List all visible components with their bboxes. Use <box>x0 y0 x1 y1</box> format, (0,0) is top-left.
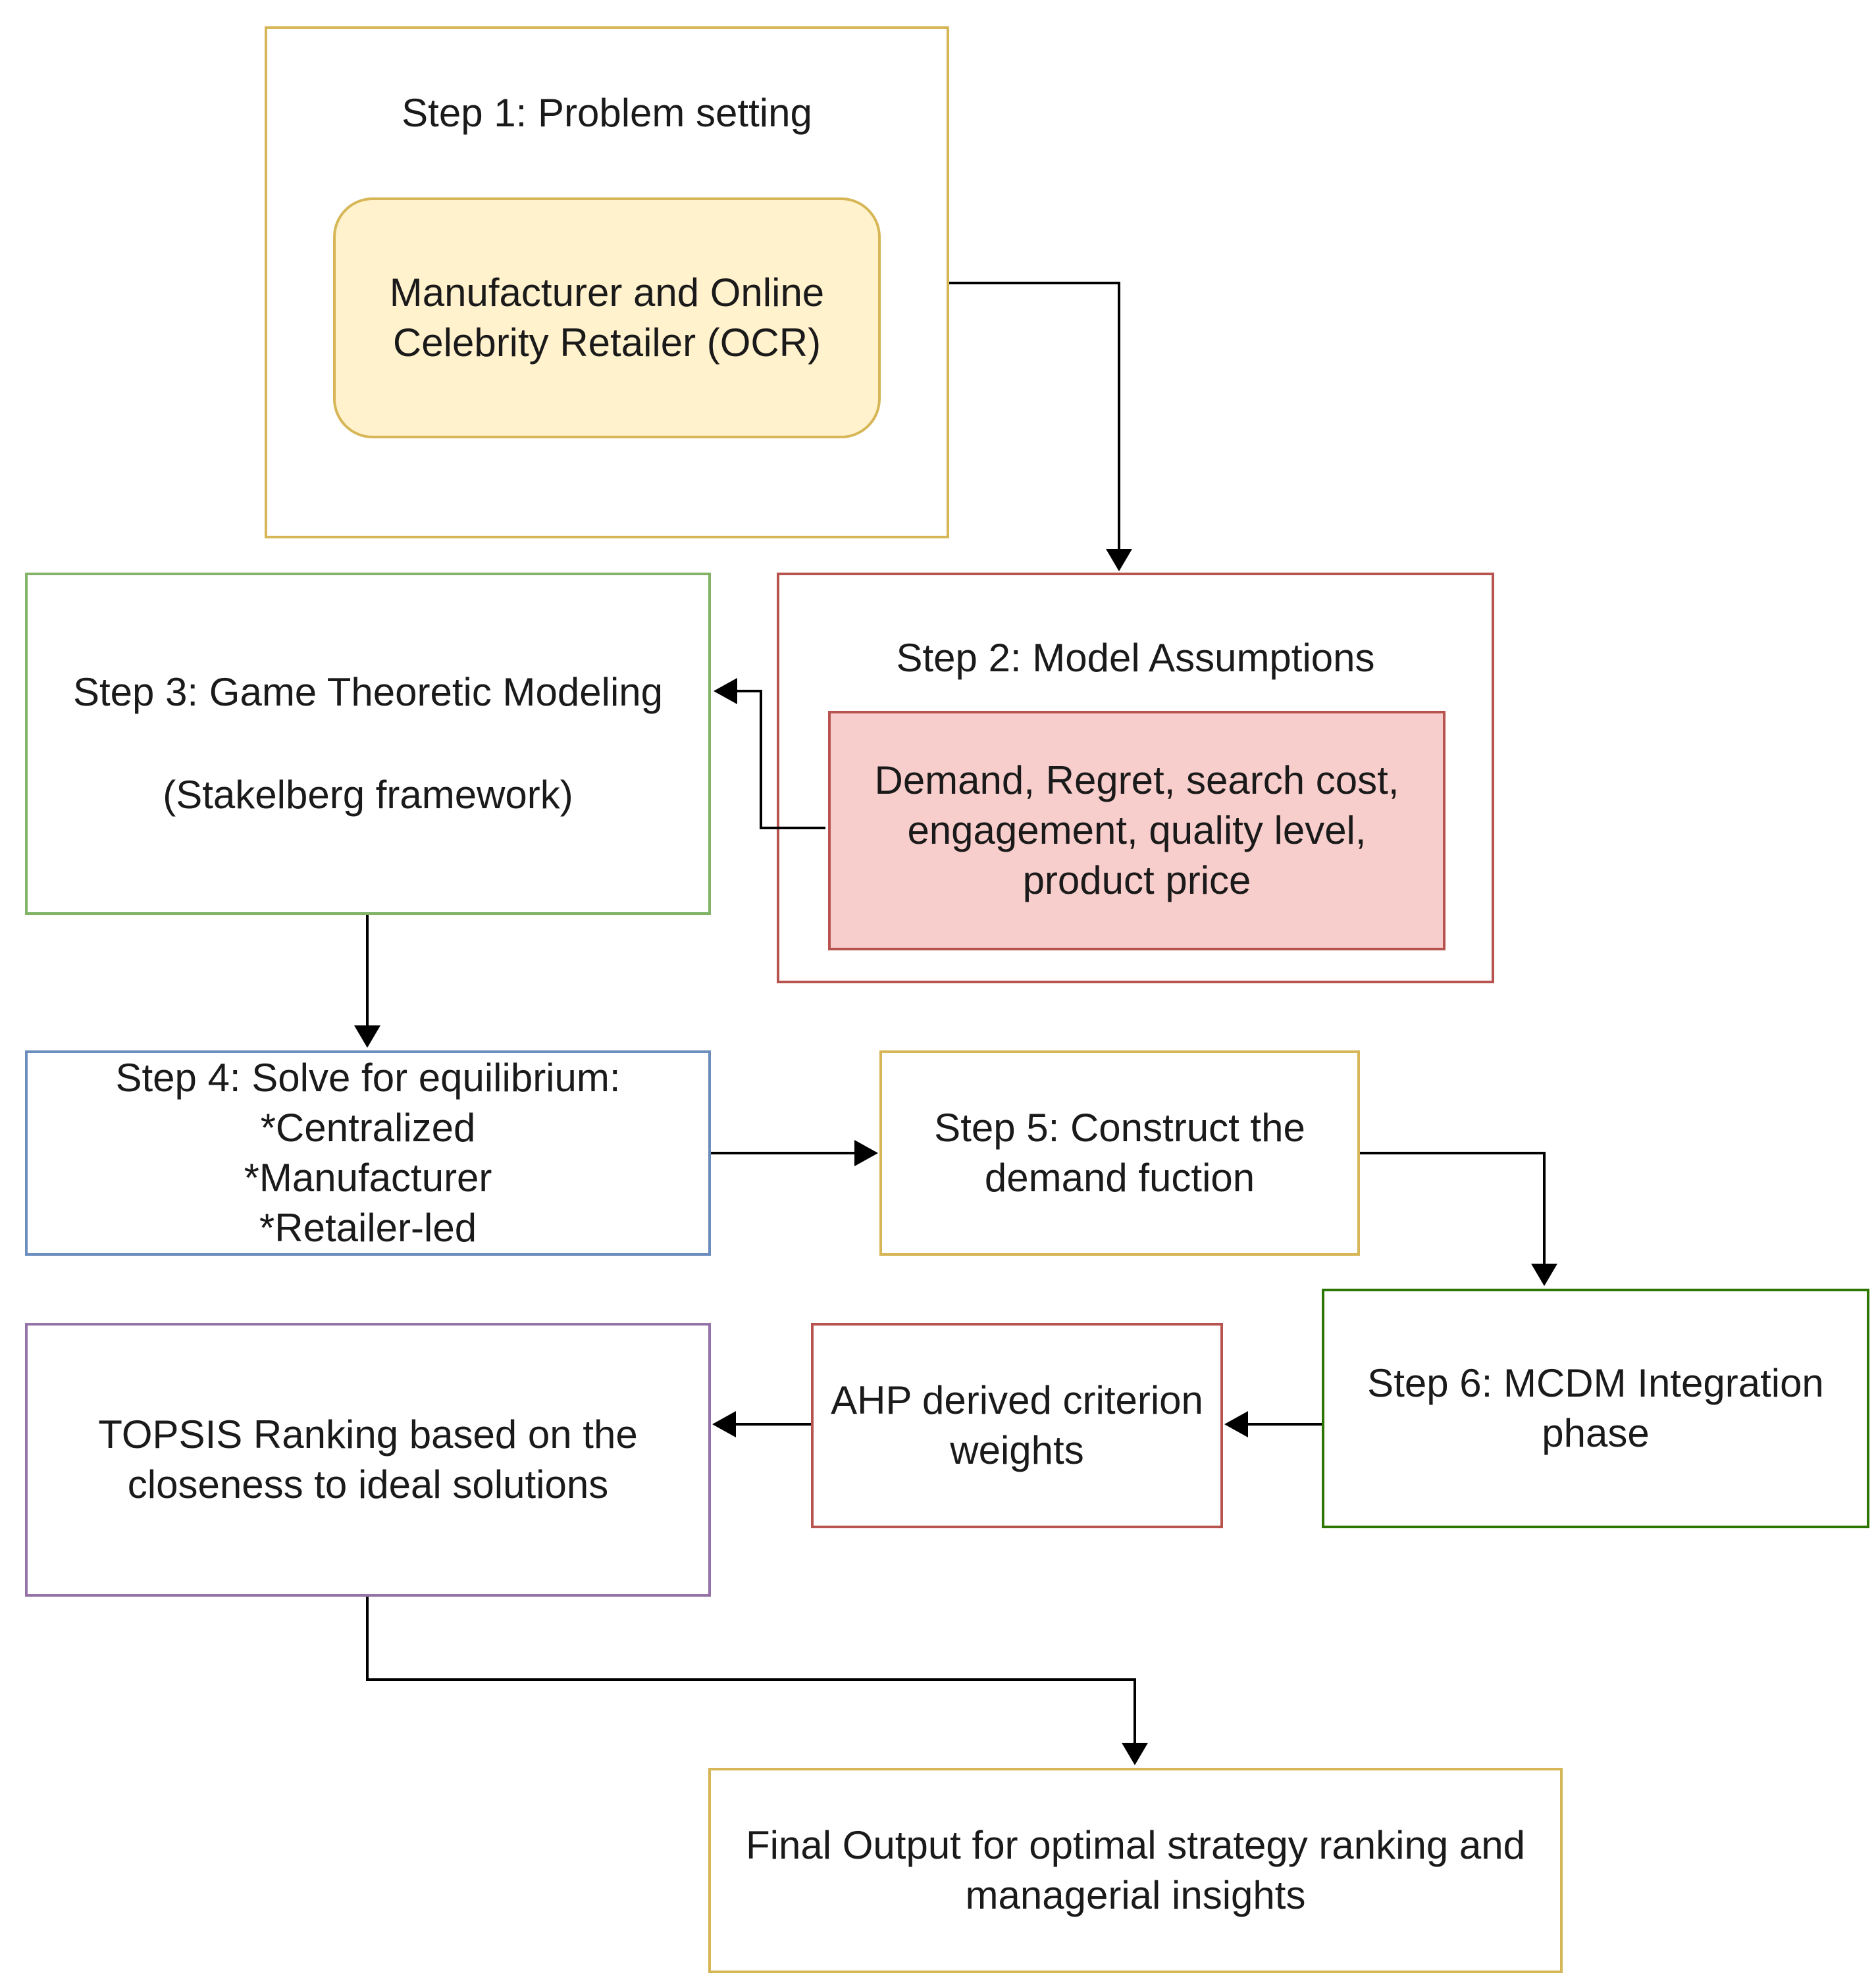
topsis-box: TOPSIS Ranking based on the closeness to… <box>25 1323 711 1597</box>
step3-box: Step 3: Game Theoretic Modeling (Stakelb… <box>25 573 711 915</box>
arrowhead-step5 <box>854 1140 878 1166</box>
arrow-topsis-to-final <box>366 1597 1136 1744</box>
arrowhead-step6 <box>1531 1264 1557 1286</box>
step6-box: Step 6: MCDM Integration phase <box>1322 1289 1869 1528</box>
step1-inner-box: Manufacturer and Online Celebrity Retail… <box>333 197 881 438</box>
step3-title: Step 3: Game Theoretic Modeling <box>72 670 664 714</box>
arrow-step5-to-step6 <box>1360 1152 1546 1265</box>
step1-box: Step 1: Problem setting Manufacturer and… <box>265 26 949 538</box>
arrow-step2-to-step3 <box>736 690 825 829</box>
arrowhead-step2 <box>1106 549 1132 571</box>
arrowhead-step3 <box>714 678 737 704</box>
step1-title: Step 1: Problem setting <box>402 91 812 135</box>
arrowhead-ahp <box>1224 1411 1248 1437</box>
arrow-step1-to-step2 <box>949 282 1120 550</box>
ahp-box: AHP derived criterion weights <box>811 1323 1223 1528</box>
step3-subtitle: (Stakelberg framework) <box>163 773 573 817</box>
step4-box: Step 4: Solve for equilibrium: *Centrali… <box>25 1050 711 1256</box>
step2-box: Step 2: Model Assumptions Demand, Regret… <box>777 573 1494 983</box>
step2-title: Step 2: Model Assumptions <box>896 636 1375 680</box>
arrowhead-step4 <box>354 1025 380 1048</box>
step5-box: Step 5: Construct the demand fuction <box>879 1050 1360 1256</box>
arrowhead-final <box>1122 1743 1148 1765</box>
arrowhead-topsis <box>712 1411 736 1437</box>
step2-inner-box: Demand, Regret, search cost, engagement,… <box>828 711 1446 950</box>
final-output-box: Final Output for optimal strategy rankin… <box>708 1768 1563 1973</box>
